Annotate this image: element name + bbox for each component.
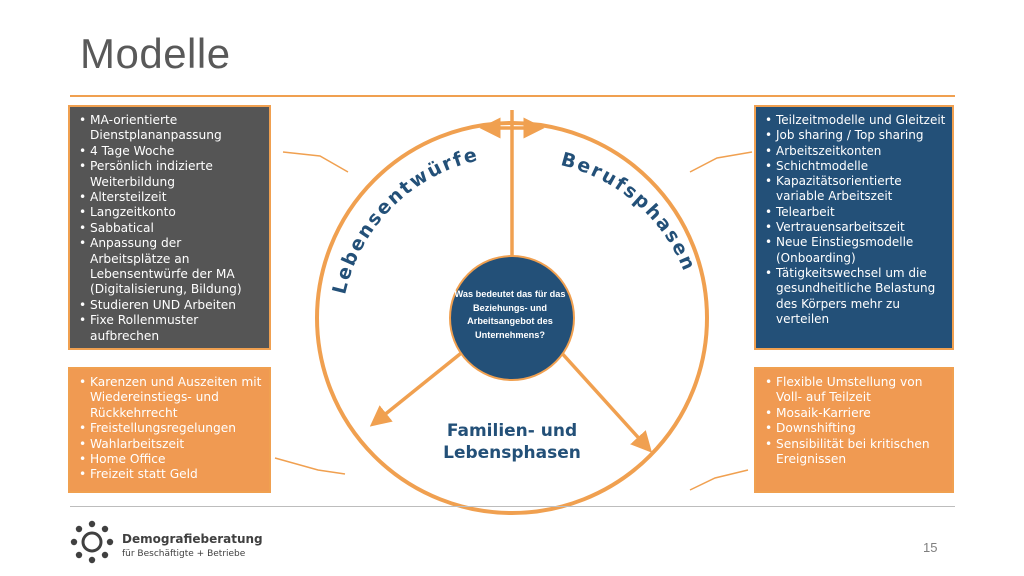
- left-bottom-list: Karenzen und Auszeiten mit Wiedereinstie…: [76, 375, 263, 483]
- list-item: Neue Einstiegsmodelle (Onboarding): [762, 235, 946, 266]
- logo-subtitle: für Beschäftigte + Betriebe: [122, 549, 246, 559]
- right-top-box: Teilzeitmodelle und GleitzeitJob sharing…: [754, 105, 954, 350]
- list-item: Schichtmodelle: [762, 159, 946, 175]
- left-top-list: MA-orientierte Dienstplananpassung4 Tage…: [76, 113, 263, 344]
- list-item: Home Office: [76, 452, 263, 468]
- list-item: Karenzen und Auszeiten mit Wiedereinstie…: [76, 375, 263, 421]
- spoke-bottom-left: [369, 348, 467, 427]
- page-number: 15: [923, 540, 938, 555]
- list-item: Persönlich indizierte Weiterbildung: [76, 159, 263, 190]
- right-bottom-box: Flexible Umstellung von Voll- auf Teilze…: [754, 367, 954, 493]
- list-item: Fixe Rollenmuster aufbrechen: [76, 313, 263, 344]
- list-item: Tätigkeitswechsel um die gesundheitliche…: [762, 266, 946, 327]
- demografieberatung-logo-icon: [70, 520, 114, 564]
- connector-left-top: [282, 151, 349, 173]
- list-item: Sensibilität bei kritischen Ereignissen: [762, 437, 946, 468]
- top-divider: [70, 95, 955, 97]
- list-item: Anpassung der Arbeitsplätze an Lebensent…: [76, 236, 263, 298]
- list-item: Arbeitszeitkonten: [762, 144, 946, 160]
- list-item: MA-orientierte Dienstplananpassung: [76, 113, 263, 144]
- list-item: Flexible Umstellung von Voll- auf Teilze…: [762, 375, 946, 406]
- list-item: Langzeitkonto: [76, 205, 263, 221]
- left-top-box: MA-orientierte Dienstplananpassung4 Tage…: [68, 105, 271, 350]
- bottom-divider: [70, 506, 955, 507]
- segment-label-bottom: Familien- und Lebensphasen: [412, 420, 612, 464]
- list-item: 4 Tage Woche: [76, 144, 263, 160]
- right-top-list: Teilzeitmodelle und GleitzeitJob sharing…: [762, 113, 946, 327]
- list-item: Vertrauensarbeitszeit: [762, 220, 946, 236]
- right-bottom-list: Flexible Umstellung von Voll- auf Teilze…: [762, 375, 946, 467]
- list-item: Telearbeit: [762, 205, 946, 221]
- segment-label-bottom-line1: Familien- und: [446, 421, 578, 441]
- list-item: Freistellungsregelungen: [76, 421, 263, 437]
- list-item: Mosaik-Karriere: [762, 406, 946, 422]
- list-item: Job sharing / Top sharing: [762, 128, 946, 144]
- list-item: Downshifting: [762, 421, 946, 437]
- spoke-bottom-right: [557, 348, 653, 453]
- segment-label-bottom-line2: Lebensphasen: [443, 443, 581, 463]
- slide-title: Modelle: [80, 30, 231, 77]
- list-item: Wahlarbeitszeit: [76, 437, 263, 453]
- connector-right-top: [689, 151, 753, 173]
- left-bottom-box: Karenzen und Auszeiten mit Wiedereinstie…: [68, 367, 271, 493]
- center-question: Was bedeutet das für das Beziehungs- und…: [454, 289, 566, 340]
- list-item: Sabbatical: [76, 221, 263, 237]
- list-item: Studieren UND Arbeiten: [76, 298, 263, 314]
- list-item: Teilzeitmodelle und Gleitzeit: [762, 113, 946, 129]
- list-item: Altersteilzeit: [76, 190, 263, 206]
- list-item: Freizeit statt Geld: [76, 467, 263, 483]
- connector-left-bottom: [274, 457, 346, 475]
- center-circle: [449, 255, 575, 381]
- logo-name: Demografieberatung: [122, 532, 263, 546]
- connector-right-bottom: [689, 469, 749, 491]
- list-item: Kapazitätsorientierte variable Arbeitsze…: [762, 174, 946, 205]
